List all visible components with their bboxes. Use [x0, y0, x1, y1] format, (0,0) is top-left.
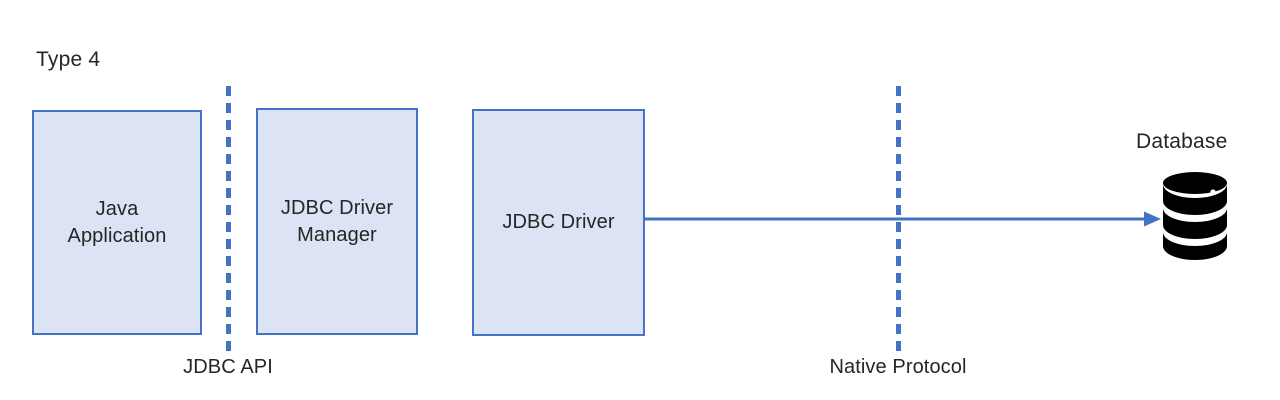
boundary-jdbc-api-label: JDBC API [183, 356, 273, 378]
page-title: Type 4 [36, 48, 101, 71]
node-jdbc-driver-label: JDBC Driver [502, 211, 615, 234]
boundary-jdbc-api [226, 86, 231, 353]
node-jdbc-driver-manager-label: JDBC Driver Manager [280, 197, 394, 246]
node-jdbc-driver[interactable]: JDBC Driver [472, 109, 645, 336]
database-label: Database [1136, 130, 1228, 153]
node-java-application[interactable]: Java Application [32, 110, 202, 335]
arrow-right-icon [644, 207, 1164, 231]
node-jdbc-driver-manager[interactable]: JDBC Driver Manager [256, 108, 418, 335]
boundary-native-protocol [896, 86, 901, 353]
boundary-native-protocol-label: Native Protocol [829, 356, 967, 378]
node-java-application-label: Java Application [67, 198, 167, 247]
database-cylinder-icon [1161, 170, 1231, 267]
